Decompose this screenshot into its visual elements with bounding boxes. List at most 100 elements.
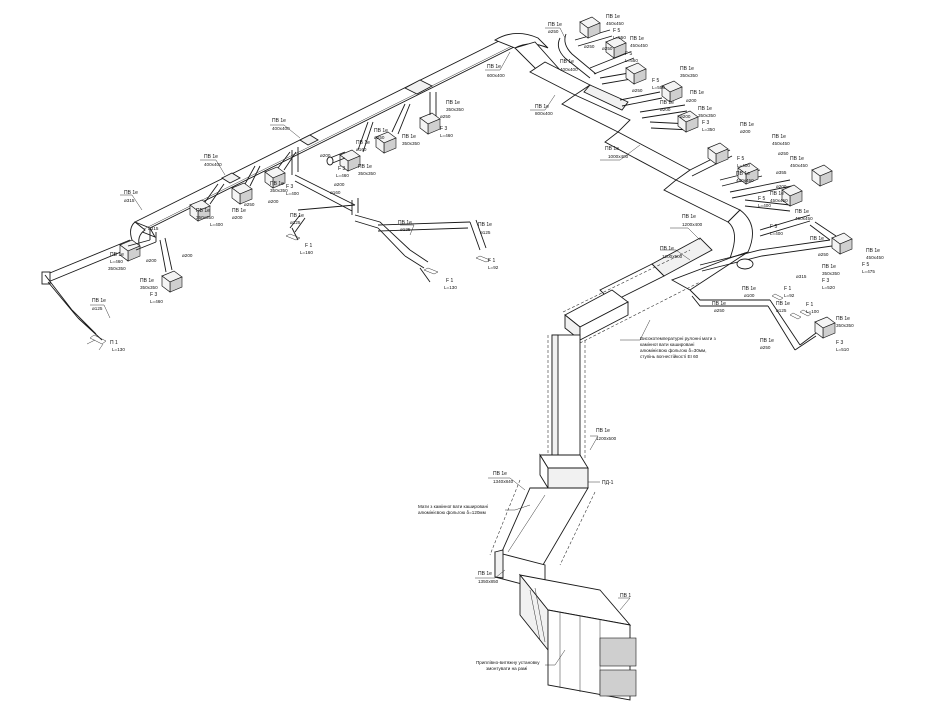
diffuser-box-r7 bbox=[737, 162, 759, 185]
lbl-350-a: 350x350 bbox=[108, 266, 126, 271]
diffuser-box-3 bbox=[189, 199, 211, 222]
rl-d200-4: ø200 bbox=[686, 98, 697, 103]
note-hot-3: алюмінієвою фольгою δ=30мм, bbox=[640, 348, 706, 353]
lbl-f3-f: F 3 bbox=[338, 166, 345, 172]
lbl-d200-d: ø200 bbox=[232, 215, 243, 220]
lbl-f3-a: F 3 bbox=[150, 292, 157, 298]
rl-450-15: 450x450 bbox=[866, 255, 884, 260]
label-pv1e-left400b: ПВ 1е bbox=[204, 154, 218, 160]
note-unit-1: Приплівно-витяжну установку bbox=[476, 660, 540, 665]
rl-d250-2: ø250 bbox=[602, 46, 613, 51]
label-pv1e-400: ПВ 1е bbox=[560, 59, 574, 65]
rl-d100-17: ø100 bbox=[744, 293, 755, 298]
label-1000x400: 1000x400 bbox=[608, 154, 629, 159]
label-l130-left: L=130 bbox=[112, 347, 125, 352]
lbl-d125-k: ø125 bbox=[290, 220, 301, 225]
rl-350-16: 350x350 bbox=[822, 271, 840, 276]
rl-pv1e-16: ПВ 1е bbox=[822, 264, 836, 270]
rl-pv1e-5: ПВ 1е bbox=[698, 106, 712, 112]
rl-f5-1: F 5 bbox=[613, 28, 620, 34]
rl-pv1e-21: ПВ 1е bbox=[760, 338, 774, 344]
note-mats-1: Мати з камінної вати кашировані bbox=[418, 504, 488, 509]
lbl-pv1e-d: ПВ 1е bbox=[232, 208, 246, 214]
rl-pv1e-8: ПВ 1е bbox=[740, 122, 754, 128]
label-pv1e-125: ПВ 1е bbox=[92, 298, 106, 304]
rl-pv1e-13: ПВ 1е bbox=[795, 209, 809, 215]
diffuser-box-r4 bbox=[661, 80, 683, 103]
label-d250-top: ø250 bbox=[548, 29, 559, 34]
label-1200x500a: 1200x500 bbox=[662, 254, 683, 259]
label-1200x400: 1200x400 bbox=[682, 222, 703, 227]
lbl-pv1e-e: ПВ 1е bbox=[270, 181, 284, 187]
lbl-d250-j: ø250 bbox=[440, 114, 451, 119]
lbl-f1-k: F 1 bbox=[305, 243, 312, 249]
lbl-f1-m: F 1 bbox=[488, 258, 495, 264]
rl-d200-12: ø200 bbox=[776, 184, 787, 189]
diffuser-box-5 bbox=[264, 166, 286, 189]
lbl-350-g: 350x350 bbox=[358, 171, 376, 176]
lbl-d315-b: ø315 bbox=[148, 226, 159, 231]
rl-f5-10: F 5 bbox=[737, 156, 744, 162]
lbl-350-j: 350x350 bbox=[446, 107, 464, 112]
rl-pv1e-6: ПВ 1е bbox=[660, 100, 674, 106]
label-1350x850: 1350x850 bbox=[478, 579, 499, 584]
lbl-d125-l: ø125 bbox=[400, 227, 411, 232]
rl-l92-17: L=92 bbox=[784, 293, 795, 298]
lbl-l400-e: L=400 bbox=[286, 191, 299, 196]
rl-d250-3: ø250 bbox=[632, 88, 643, 93]
rl-d250-14: ø250 bbox=[818, 252, 829, 257]
rl-l100-18: L=100 bbox=[806, 309, 819, 314]
label-pv1e-1200x400: ПВ 1е bbox=[682, 214, 696, 220]
label-pv1e-600: ПВ 1е bbox=[487, 64, 501, 70]
diffuser-box-4 bbox=[231, 182, 253, 205]
rl-d200-7: ø200 bbox=[680, 114, 691, 119]
left-main-trunk bbox=[41, 33, 561, 351]
label-p1-left: П 1 bbox=[110, 340, 118, 346]
label-pv1e-1200x500a: ПВ 1е bbox=[660, 246, 674, 252]
right-main-trunk bbox=[489, 61, 753, 591]
label-pv1e-1000: ПВ 1е bbox=[605, 146, 619, 152]
rl-d315-16: ø315 bbox=[796, 274, 807, 279]
rl-pv1e-15: ПВ 1е bbox=[866, 248, 880, 254]
lbl-l92-m: L=92 bbox=[488, 265, 499, 270]
rl-pv1e-14: ПВ 1е bbox=[810, 236, 824, 242]
lbl-f1-n: F 1 bbox=[446, 278, 453, 284]
lbl-d160-f: ø160 bbox=[356, 147, 367, 152]
lbl-pv1e-f: ПВ 1е bbox=[356, 140, 370, 146]
lbl-l400-c: L=400 bbox=[210, 222, 223, 227]
rl-pv1e-3: ПВ 1е bbox=[680, 66, 694, 72]
right-branch-labels: ПВ 1е 450x450 F 5 L=550 ø250 ПВ 1е 450x4… bbox=[584, 14, 884, 352]
rl-450-2: 450x450 bbox=[630, 43, 648, 48]
lbl-d125-m: ø125 bbox=[480, 230, 491, 235]
label-1200x500b: 1200x500 bbox=[596, 436, 617, 441]
rl-pv1e-10: ПВ 1е bbox=[790, 156, 804, 162]
rl-f5-13: F 5 bbox=[770, 224, 777, 230]
lbl-pv1e-j: ПВ 1е bbox=[446, 100, 460, 106]
lbl-l130-n: L=130 bbox=[444, 285, 457, 290]
lbl-d200-k: ø200 bbox=[334, 182, 345, 187]
note-hot-4: ступінь вогнестійкості EI 60 bbox=[640, 353, 699, 359]
rl-l550-1: L=550 bbox=[613, 35, 626, 40]
rl-d250-20: ø250 bbox=[714, 308, 725, 313]
note-hot-1: Високотемпературні рулонні мати з bbox=[640, 336, 716, 341]
lbl-f3-e: F 3 bbox=[286, 184, 293, 190]
diffuser-box-r5 bbox=[677, 110, 699, 133]
branch-labels: ø315 ПВ 1е L=460 350x350 ø200 ø200 ПВ 1е… bbox=[108, 100, 499, 304]
label-800x400: 800x400 bbox=[535, 111, 553, 116]
rl-450-9: 450x450 bbox=[772, 141, 790, 146]
rl-450-12: 450x450 bbox=[770, 198, 788, 203]
lbl-l460-j: L=460 bbox=[440, 133, 453, 138]
label-pv1e-315: ПВ 1е bbox=[124, 190, 138, 196]
lbl-l460-a: L=460 bbox=[110, 259, 123, 264]
rl-l550-3: L=550 bbox=[652, 85, 665, 90]
diffuser-box-r8 bbox=[781, 184, 803, 207]
lbl-pv1e-c: ПВ 1е bbox=[196, 208, 210, 214]
rl-f3-19: F 3 bbox=[836, 340, 843, 346]
diffuser-box-r11 bbox=[814, 316, 836, 339]
rl-350-3: 350x350 bbox=[680, 73, 698, 78]
rl-d200-6: ø200 bbox=[660, 107, 671, 112]
lbl-l460-f: L=460 bbox=[336, 173, 349, 178]
label-600x400: 600x400 bbox=[487, 73, 505, 78]
label-pd1: ПД-1 bbox=[602, 480, 614, 486]
